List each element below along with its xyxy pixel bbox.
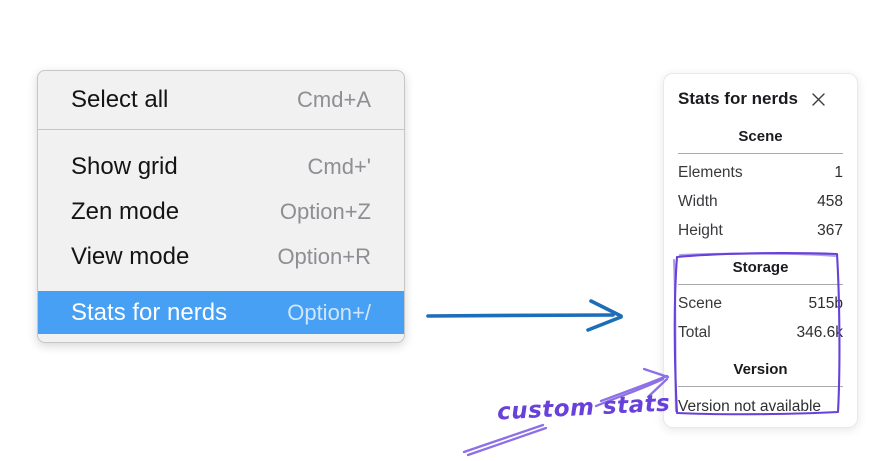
- menu-item-view-mode[interactable]: View mode Option+R: [38, 234, 404, 279]
- menu-item-shortcut: Option+/: [287, 299, 371, 325]
- menu-item-shortcut: Option+R: [277, 243, 371, 269]
- stat-value: 458: [817, 192, 843, 210]
- stats-panel: Stats for nerds Scene Elements 1 Width 4…: [663, 73, 858, 428]
- stat-row: Elements 1: [678, 158, 843, 187]
- stat-value: 1: [834, 163, 843, 181]
- menu-item-shortcut: Cmd+A: [297, 87, 371, 112]
- stat-value: 515b: [808, 294, 843, 312]
- stat-label: Height: [678, 221, 723, 239]
- stat-row: Scene 515b: [678, 289, 843, 318]
- section-rule: [678, 284, 843, 285]
- menu-item-label: Stats for nerds: [71, 298, 228, 326]
- stat-row: Total 346.6k: [678, 318, 843, 347]
- menu-divider: [38, 129, 404, 130]
- section-heading: Scene: [738, 128, 783, 145]
- menu-item-label: Zen mode: [71, 197, 180, 225]
- menu-item-label: Show grid: [71, 152, 178, 180]
- section-heading: Storage: [732, 259, 789, 276]
- stat-label: Scene: [678, 294, 722, 312]
- close-icon: [811, 92, 825, 106]
- menu-item-zen-mode[interactable]: Zen mode Option+Z: [38, 189, 404, 234]
- section-rule: [678, 153, 843, 154]
- section-heading: Version: [733, 361, 788, 378]
- annotation-label: custom stats: [496, 390, 671, 426]
- flow-arrow: [426, 299, 623, 332]
- stat-row: Width 458: [678, 187, 843, 216]
- stats-section-scene: Scene Elements 1 Width 458 Height 367: [678, 128, 843, 245]
- stats-section-storage: Storage Scene 515b Total 346.6k: [678, 259, 843, 347]
- section-rule: [678, 386, 843, 387]
- stat-value: 367: [817, 221, 843, 239]
- menu-item-label: View mode: [71, 242, 190, 270]
- stats-panel-header: Stats for nerds: [678, 86, 843, 112]
- stat-label: Total: [678, 323, 711, 341]
- version-note: Version not available: [678, 398, 822, 415]
- close-button[interactable]: [809, 90, 827, 108]
- stat-value: 346.6k: [796, 323, 843, 341]
- menu-item-shortcut: Cmd+': [307, 153, 372, 179]
- stat-label: Width: [678, 192, 718, 210]
- menu-item-show-grid[interactable]: Show grid Cmd+': [38, 144, 404, 189]
- menu-group: Show grid Cmd+' Zen mode Option+Z View m…: [38, 130, 404, 344]
- stat-label: Elements: [678, 163, 743, 181]
- menu-item-shortcut: Option+Z: [279, 198, 371, 224]
- stat-row: Height 367: [678, 216, 843, 245]
- menu-item-label: Select all: [71, 86, 169, 113]
- stats-section-version: Version Version not available: [678, 361, 843, 417]
- menu-item-select-all[interactable]: Select all Cmd+A: [38, 71, 404, 129]
- stats-panel-title: Stats for nerds: [678, 89, 798, 108]
- menu-item-stats-for-nerds[interactable]: Stats for nerds Option+/: [38, 291, 404, 334]
- context-menu: Select all Cmd+A Show grid Cmd+' Zen mod…: [37, 70, 405, 343]
